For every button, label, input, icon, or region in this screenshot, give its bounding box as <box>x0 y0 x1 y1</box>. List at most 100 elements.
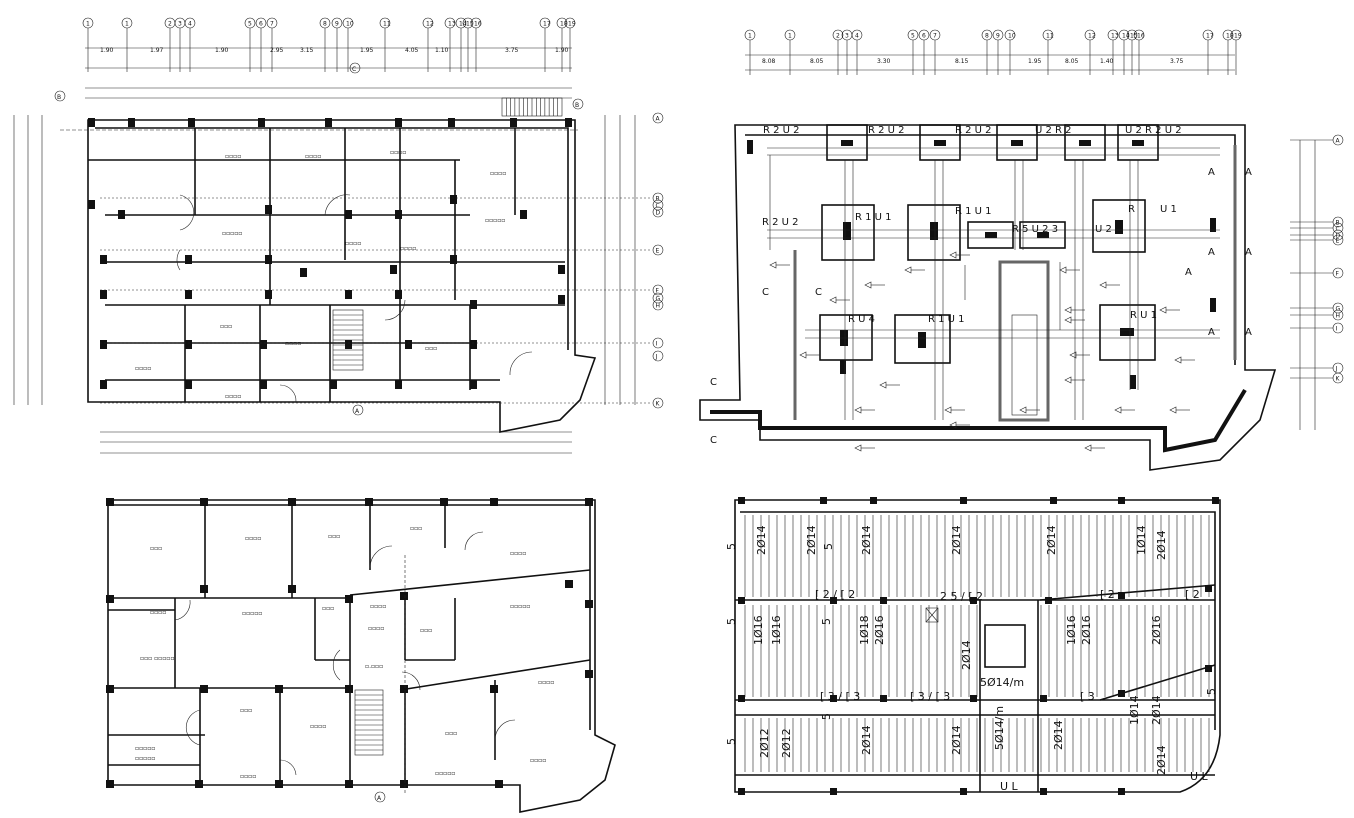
grid-axis-label: D <box>656 210 661 217</box>
section-arrow <box>949 251 957 259</box>
grid-axis-label: 2 <box>168 21 172 28</box>
svg-text:A: A <box>377 795 382 802</box>
svg-text:A: A <box>1245 247 1252 258</box>
column <box>565 118 572 127</box>
column <box>260 380 267 389</box>
grid-axis-label: 19 <box>568 21 576 28</box>
section-arrow <box>944 406 952 414</box>
svg-text:R 2 U 2: R 2 U 2 <box>955 125 992 136</box>
grid-axis-label: 12 <box>1088 33 1096 40</box>
grid-axis-label: C <box>1336 226 1340 233</box>
grid-axis-circle <box>652 292 664 304</box>
column <box>185 340 192 349</box>
svg-text:2Ø14: 2Ø14 <box>950 725 963 755</box>
svg-text:A: A <box>1245 167 1252 178</box>
column <box>880 695 887 702</box>
label-r2: R 2 U 2 <box>763 125 800 136</box>
grid-axis-label: 3 <box>178 21 182 28</box>
plan-bottom-right: 2Ø14 2Ø14 2Ø14 2Ø14 2Ø14 1Ø14 2Ø14 1Ø16 … <box>725 497 1221 795</box>
grid-axis-label: 1 <box>788 33 792 40</box>
svg-text:[ 2: [ 2 <box>1100 588 1115 601</box>
svg-text:5: 5 <box>1205 688 1218 695</box>
section-arrow <box>904 266 912 274</box>
column <box>188 118 195 127</box>
svg-text:1Ø16: 1Ø16 <box>752 615 765 645</box>
grid-axis-label: 18 <box>560 21 568 28</box>
section-arrows <box>769 251 1195 452</box>
column <box>490 685 498 693</box>
svg-text:C: C <box>762 287 769 298</box>
svg-text:▫▫▫▫: ▫▫▫▫ <box>135 365 151 372</box>
svg-text:[ 3: [ 3 <box>1080 690 1095 703</box>
svg-text:[ 2 / [ 2: [ 2 / [ 2 <box>815 588 855 601</box>
column <box>470 300 477 309</box>
svg-text:▫▫▫▫▫: ▫▫▫▫▫ <box>242 610 262 617</box>
svg-text:5: 5 <box>725 543 738 550</box>
svg-text:▫▫▫▫: ▫▫▫▫ <box>510 550 526 557</box>
svg-text:R U 1: R U 1 <box>1130 310 1157 321</box>
grid-axis-circle <box>652 284 664 296</box>
grid-axis-label: J <box>655 354 658 361</box>
grid-axis-label: A <box>1336 138 1341 145</box>
column <box>400 780 408 788</box>
section-arrow <box>1169 406 1177 414</box>
svg-text:▫▫▫: ▫▫▫ <box>220 323 232 330</box>
column <box>106 780 114 788</box>
section-arrow <box>769 261 777 269</box>
column <box>106 498 114 506</box>
column <box>558 265 565 274</box>
grid-axis-circle <box>652 350 664 362</box>
svg-text:2Ø16: 2Ø16 <box>1080 615 1093 645</box>
dimension-label: 1.95 <box>360 47 374 54</box>
column <box>1050 497 1057 504</box>
section-arrow <box>1064 376 1072 384</box>
svg-text:2Ø14: 2Ø14 <box>1045 525 1058 555</box>
grid-axis-label: 13 <box>1111 33 1119 40</box>
grid-axis-label: 6 <box>259 21 263 28</box>
svg-text:2Ø14: 2Ø14 <box>805 525 818 555</box>
column <box>185 380 192 389</box>
footing-pads <box>819 124 1159 364</box>
stair-top <box>501 97 563 117</box>
grid-axis-label: E <box>1336 238 1340 245</box>
column <box>345 685 353 693</box>
svg-text:U 2: U 2 <box>1095 224 1112 235</box>
column <box>106 595 114 603</box>
svg-text:U L: U L <box>1000 780 1019 793</box>
column <box>1205 585 1212 592</box>
dimension-label: 3.15 <box>300 47 314 54</box>
grid-axis-label: I <box>1336 326 1338 333</box>
column <box>345 595 353 603</box>
column <box>830 597 837 604</box>
svg-text:▫▫▫: ▫▫▫ <box>410 525 422 532</box>
column <box>345 290 352 299</box>
grid-axis-label: 4 <box>855 33 859 40</box>
svg-text:5: 5 <box>820 618 833 625</box>
column <box>1205 665 1212 672</box>
column <box>490 498 498 506</box>
grid-axis-label: 2 <box>836 33 840 40</box>
grid-axis-label: 19 <box>1234 33 1242 40</box>
bottom-right-columns <box>738 497 1219 795</box>
column <box>330 380 337 389</box>
grid-axis-label: F <box>656 288 660 295</box>
grid-axis-label: G <box>656 296 661 303</box>
svg-text:A: A <box>1208 327 1215 338</box>
grid-axis-label: 12 <box>426 21 434 28</box>
svg-text:▫▫▫▫: ▫▫▫▫ <box>400 245 416 252</box>
grid-axis-label: 16 <box>474 21 482 28</box>
grid-axis-label: K <box>656 401 661 408</box>
svg-text:▫▫▫: ▫▫▫ <box>240 707 252 714</box>
grid-axis-label: G <box>1336 306 1341 313</box>
grid-axis-label: C <box>656 203 660 210</box>
section-arrow <box>829 296 837 304</box>
grid-axis-circle <box>652 206 664 218</box>
svg-text:5: 5 <box>725 738 738 745</box>
svg-text:▫▫▫: ▫▫▫ <box>328 533 340 540</box>
svg-text:U 2 R 2: U 2 R 2 <box>1035 125 1072 136</box>
section-arrow <box>1099 281 1107 289</box>
section-arrow <box>879 381 887 389</box>
column <box>100 340 107 349</box>
